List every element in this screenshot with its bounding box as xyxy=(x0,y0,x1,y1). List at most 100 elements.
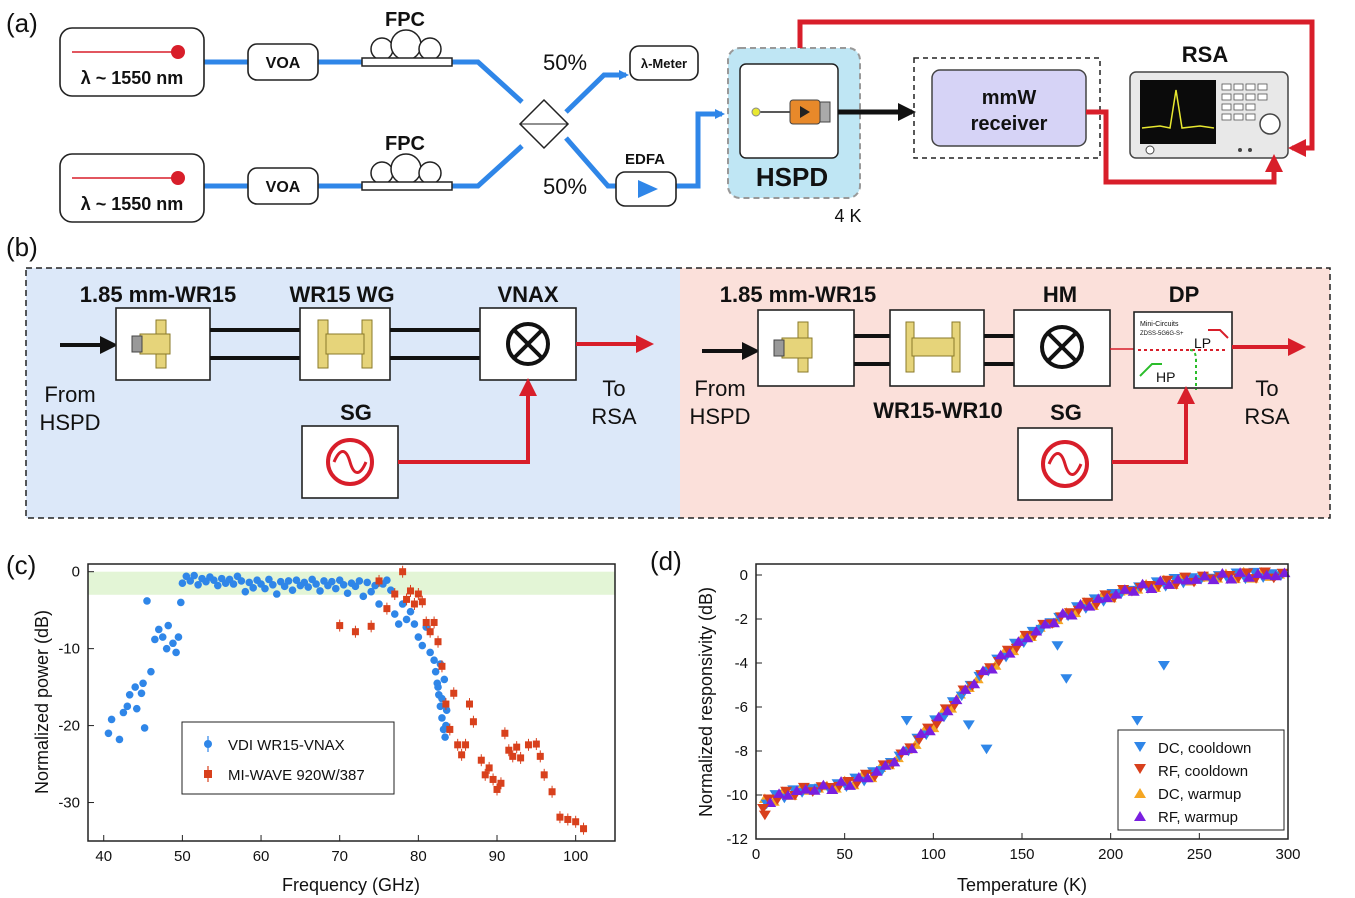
data-point xyxy=(580,825,588,833)
data-point xyxy=(316,587,324,595)
data-point xyxy=(292,576,301,584)
y-tick-label: -2 xyxy=(735,611,748,628)
data-point xyxy=(914,728,927,738)
y-tick-label: -10 xyxy=(726,787,748,804)
laser-spark-icon xyxy=(171,171,185,185)
data-point xyxy=(922,723,935,734)
data-point xyxy=(481,771,489,779)
legend-label: DC, cooldown xyxy=(1158,740,1251,757)
data-point xyxy=(861,772,874,783)
voa-1: VOA xyxy=(247,43,319,81)
data-point xyxy=(870,766,883,776)
data-point xyxy=(328,577,336,586)
data-point xyxy=(237,577,246,585)
legend-marker xyxy=(1134,764,1146,774)
data-point xyxy=(980,744,993,755)
data-point xyxy=(1179,572,1192,583)
data-point xyxy=(426,628,434,636)
data-point xyxy=(375,577,383,585)
legend-label: DC, warmup xyxy=(1158,786,1241,803)
data-point xyxy=(331,584,340,593)
svg-text:From: From xyxy=(694,376,745,401)
chart-c-axes xyxy=(87,563,616,842)
legend-marker xyxy=(204,770,212,778)
data-point xyxy=(493,785,501,793)
data-point xyxy=(143,597,151,605)
svg-text:SG: SG xyxy=(340,400,372,425)
data-point xyxy=(458,751,466,759)
data-point xyxy=(418,641,427,650)
data-point xyxy=(177,598,185,607)
data-point xyxy=(1216,568,1229,578)
panel-b-tag: (b) xyxy=(6,232,38,262)
data-point xyxy=(1099,590,1112,600)
svg-text:RSA: RSA xyxy=(1244,404,1290,429)
data-point xyxy=(431,667,440,676)
data-point xyxy=(477,756,485,764)
hspd: HSPD xyxy=(727,47,861,199)
svg-text:HSPD: HSPD xyxy=(39,410,100,435)
data-point xyxy=(288,586,297,594)
panel-b: (b) 1.85 mm-WR15 WR15 WG VNAX xyxy=(6,232,1331,519)
legend-label: RF, warmup xyxy=(1158,809,1238,826)
data-point xyxy=(284,577,293,585)
data-point xyxy=(213,581,222,590)
data-point xyxy=(465,700,473,708)
data-point xyxy=(808,785,821,795)
data-point xyxy=(489,775,497,783)
svg-text:1.85 mm-WR15: 1.85 mm-WR15 xyxy=(720,282,877,307)
svg-text:WR15-WR10: WR15-WR10 xyxy=(873,398,1003,423)
data-point xyxy=(505,746,513,754)
data-point xyxy=(280,582,289,591)
data-point xyxy=(513,743,521,751)
data-point xyxy=(1065,609,1078,620)
data-point xyxy=(1083,601,1096,611)
data-point xyxy=(950,694,963,705)
svg-text:HM: HM xyxy=(1043,282,1077,307)
legend-marker xyxy=(204,740,212,748)
chart-d-ylabel: Normalized responsivity (dB) xyxy=(696,587,716,817)
data-point xyxy=(941,705,954,716)
legend-label: RF, cooldown xyxy=(1158,763,1248,780)
svg-text:RSA: RSA xyxy=(1182,42,1229,67)
data-point xyxy=(265,575,273,584)
x-tick-label: 250 xyxy=(1187,846,1212,863)
data-point xyxy=(402,615,411,624)
laser-2: λ ~ 1550 nm xyxy=(59,153,205,223)
y-tick-label: -10 xyxy=(58,641,80,658)
data-point xyxy=(406,607,415,616)
data-point xyxy=(391,590,399,598)
data-point xyxy=(532,740,540,748)
data-point xyxy=(959,684,972,694)
data-point xyxy=(1056,607,1069,618)
data-point xyxy=(434,683,442,691)
data-point xyxy=(410,600,418,608)
data-point xyxy=(1136,578,1149,589)
data-point xyxy=(900,716,913,726)
svg-text:To: To xyxy=(1255,376,1278,401)
data-point xyxy=(501,729,509,737)
data-point xyxy=(154,625,163,634)
data-point xyxy=(430,618,438,626)
fpc-2: FPC xyxy=(361,133,453,191)
data-point xyxy=(852,771,865,782)
x-tick-label: 0 xyxy=(752,846,760,863)
data-point xyxy=(158,633,167,641)
data-point xyxy=(438,662,446,670)
x-tick-label: 60 xyxy=(253,848,270,865)
svg-text:ZDSS-5G6G-S+: ZDSS-5G6G-S+ xyxy=(1140,331,1184,337)
data-point xyxy=(434,638,442,646)
data-point xyxy=(843,780,856,790)
data-point xyxy=(1161,575,1174,586)
data-point xyxy=(1207,574,1220,585)
data-point xyxy=(556,813,564,821)
fiber-coupler xyxy=(518,98,570,150)
data-point xyxy=(1234,567,1247,577)
laser-spark-icon xyxy=(171,45,185,59)
data-point xyxy=(509,752,517,760)
data-point xyxy=(269,580,277,589)
laser-2-label: λ ~ 1550 nm xyxy=(81,194,184,214)
data-point xyxy=(441,733,449,741)
